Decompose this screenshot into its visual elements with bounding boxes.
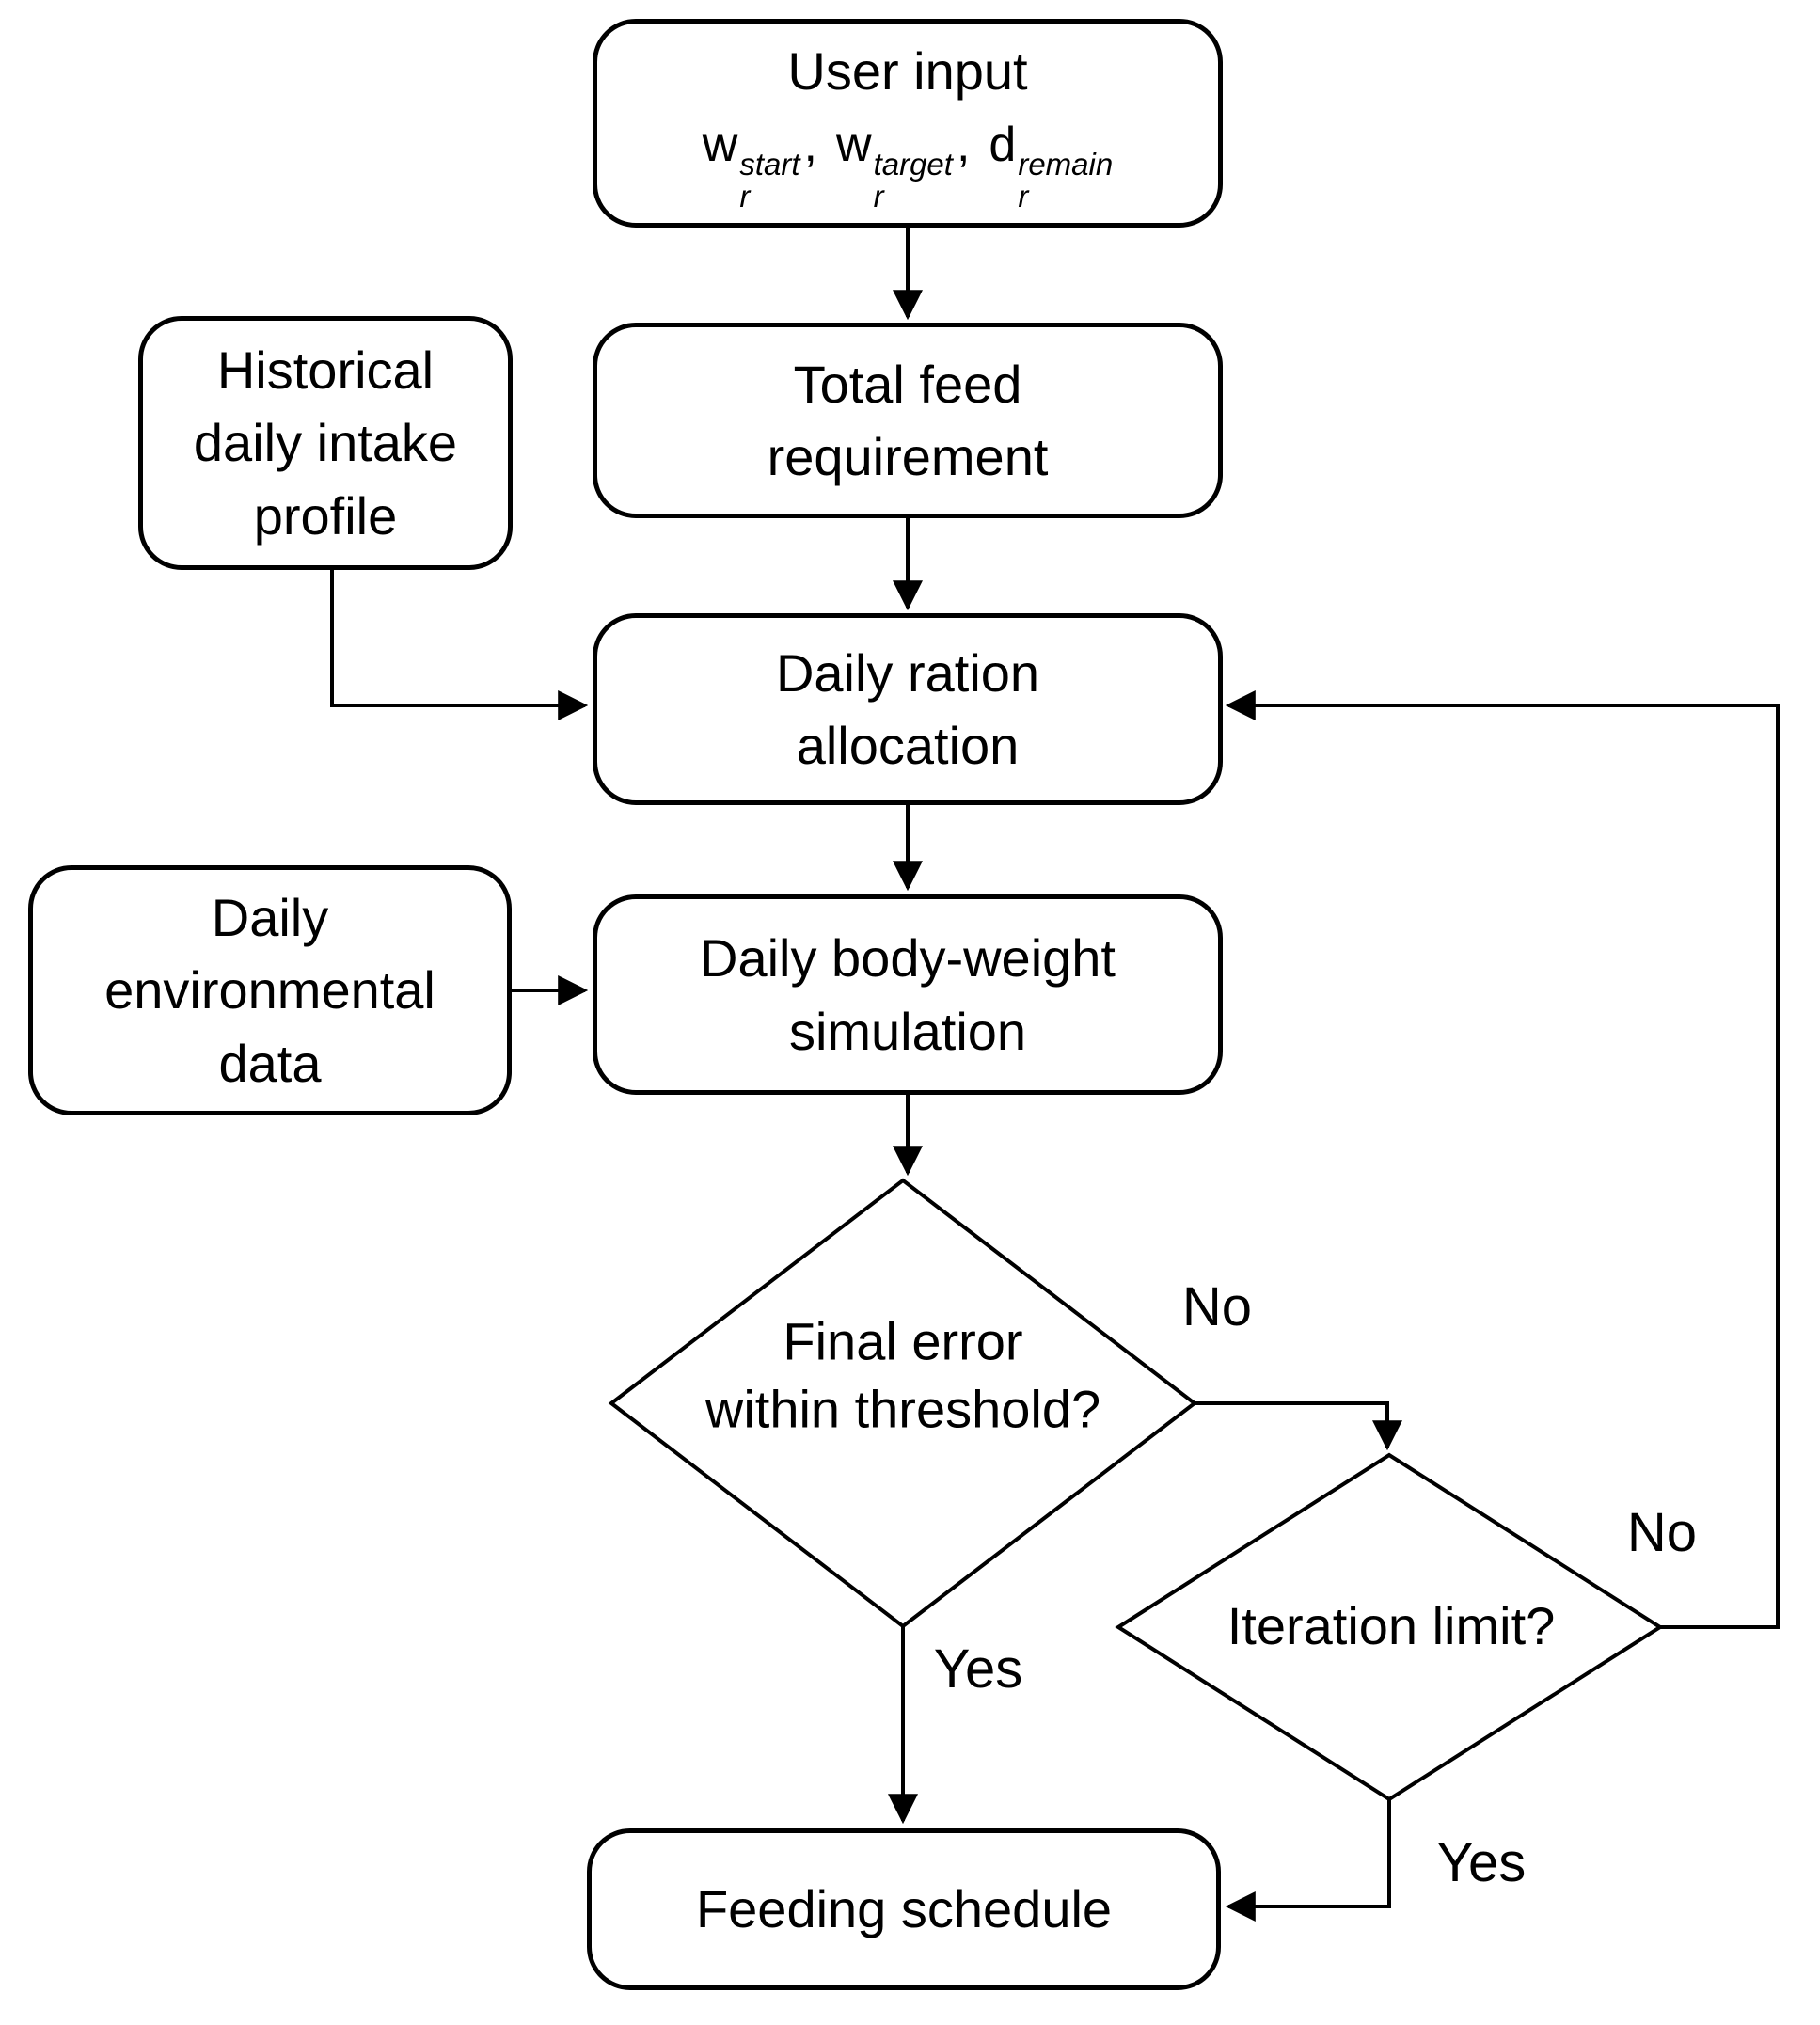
iteration-limit-line-1: Iteration limit?	[1227, 1596, 1556, 1656]
arrow-iteration-limit-no-feedback-to-daily-ration	[1225, 690, 1780, 1629]
arrow-iteration-limit-yes-to-feeding-schedule	[1225, 1799, 1391, 1922]
node-total-feed-line-2: requirement	[767, 427, 1049, 486]
node-historical-line-1: Historical	[216, 340, 435, 401]
final-error-line-1: Final error	[783, 1311, 1023, 1371]
decision-iteration-limit: Iteration limit?	[1227, 1592, 1556, 1660]
formula-sub-r1: r	[739, 179, 751, 214]
formula-base-w-target: w	[836, 118, 872, 173]
formula-sup-start: start	[739, 147, 800, 182]
node-historical-line-2: daily intake	[193, 413, 458, 473]
arrow-historical-to-daily-ration	[330, 570, 589, 720]
node-total-feed-requirement: Total feed requirement	[593, 323, 1223, 518]
formula-sub-r2: r	[873, 179, 884, 214]
label-no-final-error: No	[1181, 1276, 1253, 1337]
node-historical-daily-intake-profile: Historical daily intake profile	[138, 316, 513, 570]
label-no-iteration-limit: No	[1626, 1502, 1698, 1563]
node-historical-line-3: profile	[253, 485, 398, 546]
node-daily-ration-allocation: Daily ration allocation	[593, 613, 1223, 805]
formula-sub-r3: r	[1018, 179, 1029, 214]
node-user-input-title: User input	[787, 40, 1028, 101]
node-total-feed-line-1: Total feed	[793, 354, 1022, 414]
node-environmental-line-1: Daily	[211, 888, 329, 948]
formula-separator-2: ,	[956, 118, 971, 173]
formula-base-d-remain: d	[989, 118, 1017, 173]
arrow-final-error-no-to-iteration-limit	[1195, 1401, 1402, 1451]
node-daily-body-weight-simulation: Daily body-weight simulation	[593, 894, 1223, 1095]
node-body-weight-line-1: Daily body-weight	[700, 928, 1116, 989]
formula-sup-remain: remain	[1018, 147, 1114, 182]
node-daily-environmental-data: Daily environmental data	[28, 865, 512, 1115]
node-environmental-line-3: data	[218, 1033, 322, 1093]
node-feeding-schedule-line-1: Feeding schedule	[695, 1879, 1113, 1939]
node-body-weight-line-2: simulation	[788, 1001, 1027, 1061]
node-feeding-schedule: Feeding schedule	[587, 1828, 1221, 1990]
label-yes-iteration-limit: Yes	[1436, 1832, 1527, 1893]
label-yes-final-error: Yes	[933, 1638, 1023, 1700]
decision-final-error-within-threshold: Final error within threshold?	[705, 1307, 1100, 1442]
formula-separator-1: ,	[803, 118, 817, 173]
node-daily-ration-line-1: Daily ration	[775, 642, 1040, 703]
node-environmental-line-2: environmental	[104, 960, 435, 1020]
node-daily-ration-line-2: allocation	[796, 716, 1020, 775]
formula-sup-target: target	[873, 147, 953, 182]
formula-base-w-start: w	[702, 118, 738, 173]
final-error-line-2: within threshold?	[704, 1379, 1101, 1438]
